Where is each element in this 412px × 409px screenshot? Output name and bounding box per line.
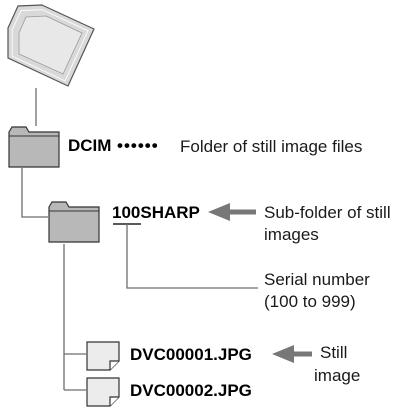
serial-range-label: (100 to 999) [264, 292, 356, 311]
dcim-description: Folder of still image files [180, 137, 363, 156]
folder-icon-dcim [8, 126, 60, 168]
serial-leader-line [126, 224, 258, 289]
subfolder-label: 100SHARP [112, 203, 200, 222]
file-icon-1 [86, 341, 120, 371]
subfolder-description-line1: Sub-folder of still [264, 203, 391, 222]
memory-card-icon [7, 4, 95, 87]
dcim-label: DCIM [68, 136, 112, 155]
still-image-label-line1: Still [320, 343, 348, 362]
dcim-to-subfolder-line [21, 168, 48, 218]
file2-label: DVC00002.JPG [130, 381, 252, 400]
still-image-label-line2: image [314, 366, 361, 385]
subfolder-description-line2: images [264, 225, 319, 244]
file-icon-2 [86, 377, 120, 407]
subfolder-arrow-head [208, 203, 230, 221]
dcim-leader-dots: •••••• [117, 136, 159, 155]
file-arrow-head [272, 345, 294, 363]
file1-label: DVC00001.JPG [130, 345, 252, 364]
serial-number-label: Serial number [264, 270, 370, 289]
folder-icon-subfolder [48, 201, 100, 243]
